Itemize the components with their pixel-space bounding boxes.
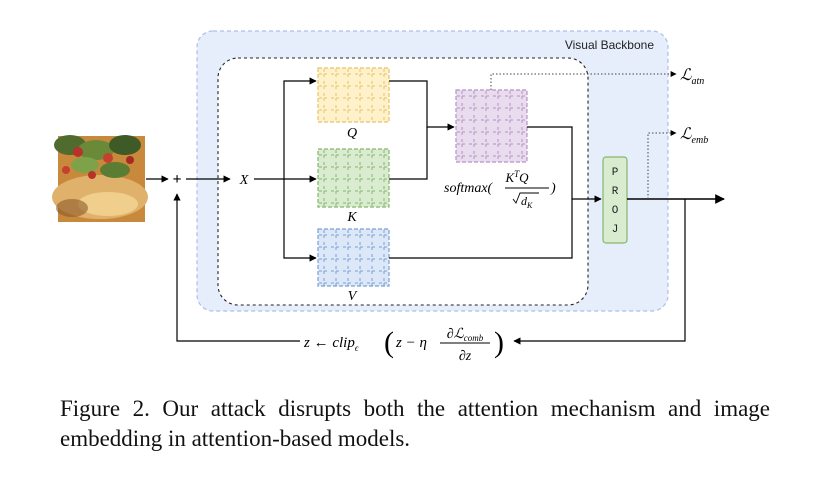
update-close-paren: ): [494, 326, 504, 359]
edge-proj-to-lemb: [647, 130, 677, 199]
softmax-num-q: Q: [519, 170, 529, 185]
loss-emb-main: ℒ: [680, 126, 692, 143]
update-num-sub: comb: [464, 333, 484, 343]
softmax-den-d: d: [521, 194, 528, 208]
softmax-den-sub: K: [526, 201, 533, 210]
update-lhs: z ← clip: [303, 335, 355, 351]
update-den: ∂z: [459, 349, 472, 364]
edge-v-to-proj: [389, 199, 573, 259]
proj-block: [602, 156, 628, 244]
loss-emb-sub: emb: [692, 135, 709, 146]
edge-q-to-attn: [389, 80, 455, 131]
loss-atn: ℒatn: [680, 67, 704, 87]
svg-text:∂ℒcomb: ∂ℒcomb: [447, 327, 484, 343]
edge-output-to-update: [513, 199, 686, 345]
attack-diagram: Visual Backbone + X Q K V: [52, 30, 725, 364]
edge-x-to-q: [283, 77, 317, 179]
proj-letter-r: R: [612, 186, 619, 198]
softmax-prefix: softmax(: [444, 181, 494, 196]
update-mid: z − η: [395, 335, 427, 351]
update-eps: ϵ: [355, 343, 359, 353]
proj-letter-j: J: [612, 224, 619, 236]
svg-text:z ← clipϵ: z ← clipϵ: [303, 335, 359, 353]
update-formula: z ← clipϵ ( z − η ∂ℒcomb ∂z ): [303, 326, 504, 364]
figure-caption: Figure 2. Our attack disrupts both the a…: [60, 396, 770, 451]
update-num-main: ∂ℒ: [447, 327, 465, 342]
input-image: [52, 135, 148, 222]
k-label: K: [346, 210, 357, 225]
update-open-paren: (: [384, 326, 394, 359]
proj-letter-o: O: [612, 205, 619, 217]
proj-letter-p: P: [612, 167, 619, 179]
softmax-formula: softmax( KTQ dK ): [444, 169, 556, 210]
loss-emb: ℒemb: [680, 126, 708, 146]
edge-k-to-attn: [389, 127, 428, 180]
softmax-num-sup: T: [514, 169, 520, 179]
loss-atn-sub: atn: [692, 76, 705, 87]
svg-text:dK: dK: [521, 194, 533, 210]
attention-block: [217, 57, 589, 306]
edge-update-to-plus: [173, 193, 300, 342]
plus-node: +: [172, 171, 181, 188]
x-node: X: [239, 173, 249, 188]
edge-attn-to-proj: [527, 126, 602, 203]
softmax-num-k: K: [504, 170, 515, 185]
loss-atn-main: ℒ: [680, 67, 692, 84]
edge-x-to-v: [283, 179, 317, 262]
svg-text:KTQ: KTQ: [504, 169, 529, 185]
visual-backbone-label: Visual Backbone: [565, 38, 655, 52]
softmax-suffix: ): [550, 181, 556, 196]
q-label: Q: [347, 126, 357, 141]
v-label: V: [348, 289, 358, 304]
